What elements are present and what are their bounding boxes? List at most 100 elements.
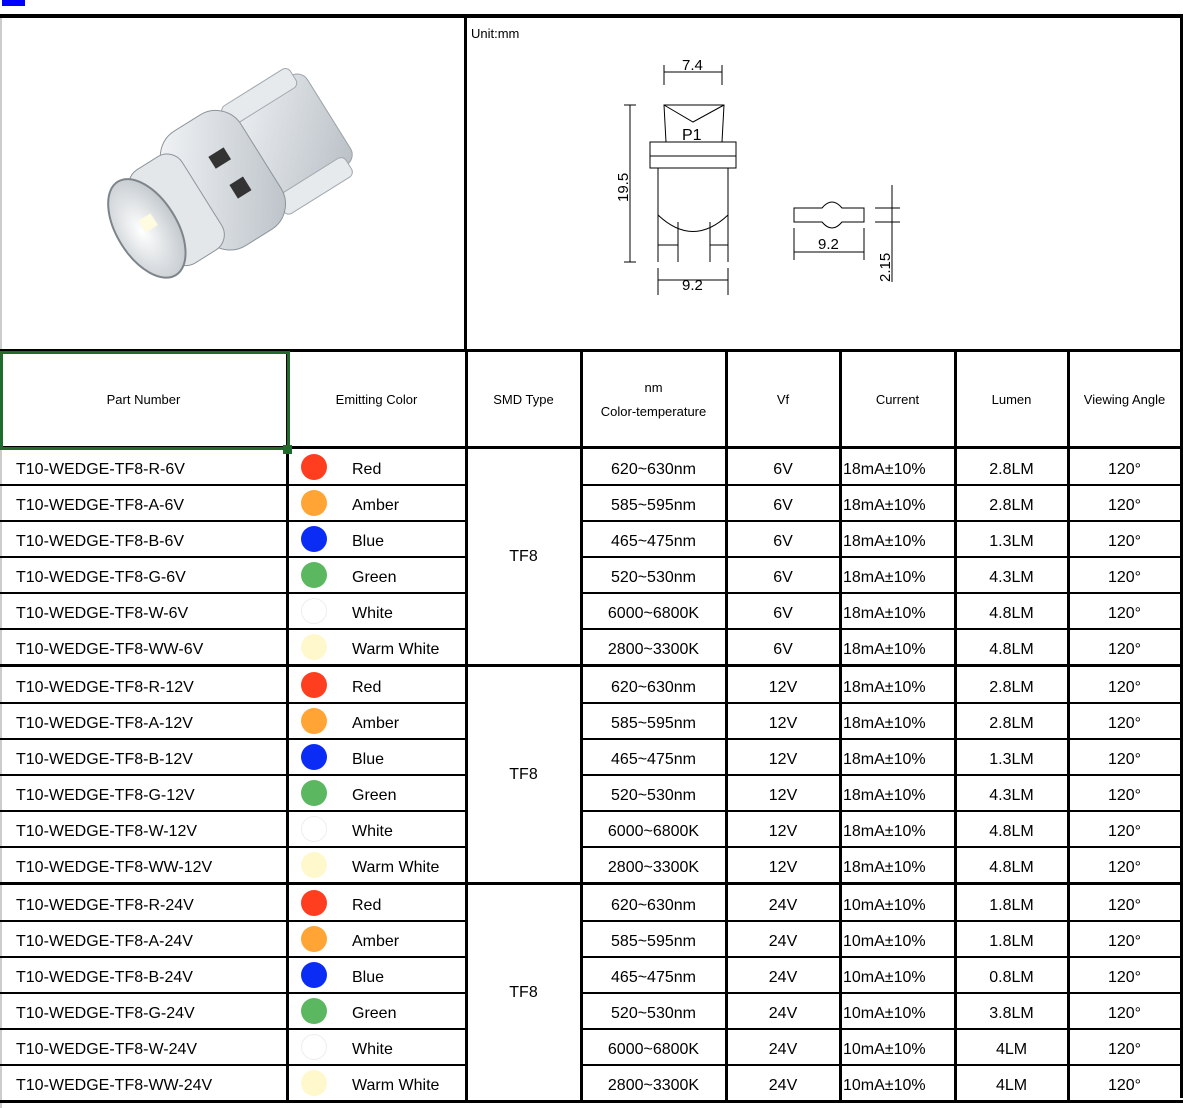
viewing-angle-cell[interactable]: 120° [1107,823,1142,840]
current-cell[interactable]: 10mA±10% [843,1041,926,1058]
viewing-angle-cell[interactable]: 120° [1107,715,1142,732]
wavelength-cell[interactable]: 620~630nm [611,679,696,696]
emitting-color-cell[interactable]: Warm White [352,1077,440,1094]
wavelength-cell[interactable]: 620~630nm [611,897,696,914]
lumen-cell[interactable]: 2.8LM [989,461,1034,478]
lumen-cell[interactable]: 2.8LM [989,497,1034,514]
part-number-cell[interactable]: T10-WEDGE-TF8-G-24V [16,1005,195,1022]
wavelength-cell[interactable]: 585~595nm [611,933,696,950]
wavelength-cell[interactable]: 520~530nm [611,1005,696,1022]
emitting-color-cell[interactable]: Amber [352,715,400,732]
header-vf[interactable]: Vf [726,352,840,448]
part-number-cell[interactable]: T10-WEDGE-TF8-G-6V [16,569,186,586]
lumen-cell[interactable]: 1.8LM [989,897,1034,914]
current-cell[interactable]: 18mA±10% [843,461,926,478]
header-lumen[interactable]: Lumen [955,352,1068,448]
wavelength-cell[interactable]: 465~475nm [611,533,696,550]
current-cell[interactable]: 18mA±10% [843,823,926,840]
wavelength-cell[interactable]: 6000~6800K [607,1041,700,1058]
vf-cell[interactable]: 6V [773,641,793,658]
vf-cell[interactable]: 12V [768,823,798,840]
emitting-color-cell[interactable]: White [352,823,393,840]
vf-cell[interactable]: 24V [768,969,798,986]
part-number-cell[interactable]: T10-WEDGE-TF8-A-12V [16,715,193,732]
current-cell[interactable]: 18mA±10% [843,787,926,804]
current-cell[interactable]: 18mA±10% [843,533,926,550]
viewing-angle-cell[interactable]: 120° [1107,933,1142,950]
smd-type-cell[interactable]: TF8 [509,548,538,565]
viewing-angle-cell[interactable]: 120° [1107,641,1142,658]
part-number-cell[interactable]: T10-WEDGE-TF8-R-12V [16,679,194,696]
vf-cell[interactable]: 12V [768,751,798,768]
part-number-cell[interactable]: T10-WEDGE-TF8-B-6V [16,533,185,550]
header-viewing-angle[interactable]: Viewing Angle [1068,352,1181,448]
vf-cell[interactable]: 24V [768,897,798,914]
header-emitting-color[interactable]: Emitting Color [287,352,466,448]
emitting-color-cell[interactable]: Amber [352,933,400,950]
viewing-angle-cell[interactable]: 120° [1107,969,1142,986]
lumen-cell[interactable]: 3.8LM [989,1005,1034,1022]
viewing-angle-cell[interactable]: 120° [1107,1077,1142,1094]
wavelength-cell[interactable]: 2800~3300K [607,641,700,658]
emitting-color-cell[interactable]: Green [352,787,397,804]
lumen-cell[interactable]: 1.3LM [989,751,1034,768]
viewing-angle-cell[interactable]: 120° [1107,569,1142,586]
emitting-color-cell[interactable]: Amber [352,497,400,514]
smd-type-cell[interactable]: TF8 [509,766,538,783]
vf-cell[interactable]: 6V [773,533,793,550]
lumen-cell[interactable]: 4.3LM [989,787,1034,804]
current-cell[interactable]: 18mA±10% [843,497,926,514]
emitting-color-cell[interactable]: White [352,605,393,622]
vf-cell[interactable]: 24V [768,933,798,950]
lumen-cell[interactable]: 2.8LM [989,679,1034,696]
viewing-angle-cell[interactable]: 120° [1107,751,1142,768]
lumen-cell[interactable]: 4LM [995,1077,1028,1094]
emitting-color-cell[interactable]: White [352,1041,393,1058]
part-number-cell[interactable]: T10-WEDGE-TF8-A-6V [16,497,185,514]
lumen-cell[interactable]: 4.8LM [989,641,1034,658]
emitting-color-cell[interactable]: Green [352,569,397,586]
selected-cell[interactable] [0,351,290,450]
emitting-color-cell[interactable]: Warm White [352,859,440,876]
current-cell[interactable]: 18mA±10% [843,859,926,876]
wavelength-cell[interactable]: 620~630nm [611,461,696,478]
lumen-cell[interactable]: 1.3LM [989,533,1034,550]
emitting-color-cell[interactable]: Red [352,897,382,914]
emitting-color-cell[interactable]: Red [352,679,382,696]
current-cell[interactable]: 10mA±10% [843,897,926,914]
vf-cell[interactable]: 12V [768,787,798,804]
viewing-angle-cell[interactable]: 120° [1107,859,1142,876]
current-cell[interactable]: 18mA±10% [843,605,926,622]
lumen-cell[interactable]: 1.8LM [989,933,1034,950]
emitting-color-cell[interactable]: Blue [352,969,385,986]
wavelength-cell[interactable]: 2800~3300K [607,859,700,876]
current-cell[interactable]: 18mA±10% [843,751,926,768]
part-number-cell[interactable]: T10-WEDGE-TF8-A-24V [16,933,193,950]
current-cell[interactable]: 10mA±10% [843,933,926,950]
lumen-cell[interactable]: 4LM [995,1041,1028,1058]
viewing-angle-cell[interactable]: 120° [1107,461,1142,478]
current-cell[interactable]: 18mA±10% [843,715,926,732]
vf-cell[interactable]: 6V [773,605,793,622]
smd-type-cell[interactable]: TF8 [509,984,538,1001]
viewing-angle-cell[interactable]: 120° [1107,497,1142,514]
part-number-cell[interactable]: T10-WEDGE-TF8-G-12V [16,787,195,804]
part-number-cell[interactable]: T10-WEDGE-TF8-W-24V [16,1041,198,1058]
lumen-cell[interactable]: 2.8LM [989,715,1034,732]
vf-cell[interactable]: 12V [768,715,798,732]
wavelength-cell[interactable]: 585~595nm [611,497,696,514]
vf-cell[interactable]: 24V [768,1041,798,1058]
emitting-color-cell[interactable]: Warm White [352,641,440,658]
part-number-cell[interactable]: T10-WEDGE-TF8-W-6V [16,605,189,622]
viewing-angle-cell[interactable]: 120° [1107,787,1142,804]
wavelength-cell[interactable]: 465~475nm [611,969,696,986]
wavelength-cell[interactable]: 585~595nm [611,715,696,732]
wavelength-cell[interactable]: 520~530nm [611,787,696,804]
wavelength-cell[interactable]: 465~475nm [611,751,696,768]
header-smd-type[interactable]: SMD Type [466,352,581,448]
viewing-angle-cell[interactable]: 120° [1107,1041,1142,1058]
emitting-color-cell[interactable]: Green [352,1005,397,1022]
vf-cell[interactable]: 6V [773,569,793,586]
current-cell[interactable]: 10mA±10% [843,1005,926,1022]
